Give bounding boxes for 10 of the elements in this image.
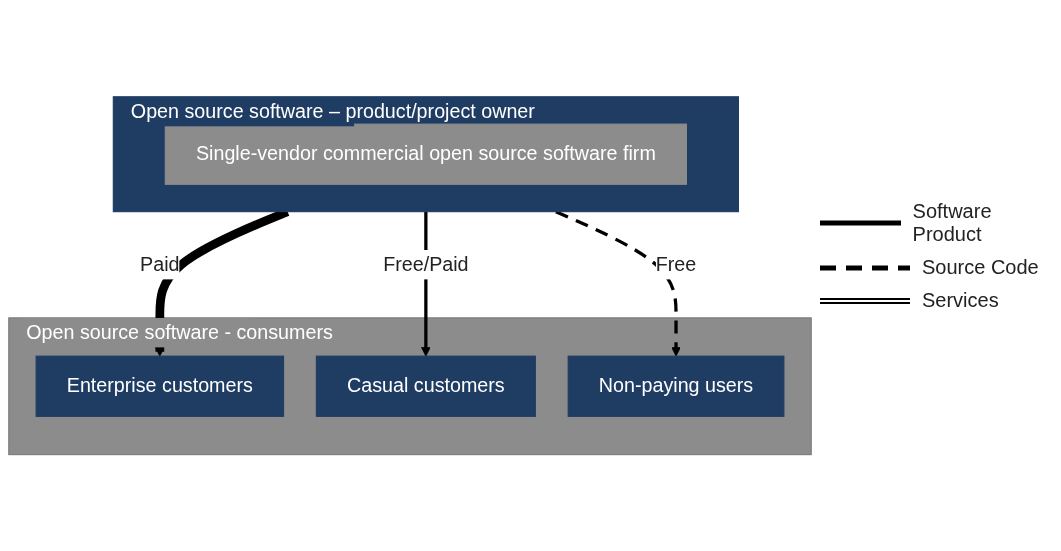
legend-text: Services: [922, 289, 999, 312]
node-box: Casual customers: [315, 355, 536, 417]
edge-label: Free/Paid: [383, 253, 469, 275]
legend-text: Source Code: [922, 256, 1039, 279]
node-box: Single-vendor commercial open source software firm: [164, 123, 687, 185]
legend-text: Software Product: [912, 200, 993, 246]
edge-label: Free: [655, 253, 697, 275]
node-box: Non-paying users: [567, 355, 785, 417]
edge-label: Paid: [140, 253, 180, 275]
node-box: Enterprise customers: [35, 355, 285, 417]
